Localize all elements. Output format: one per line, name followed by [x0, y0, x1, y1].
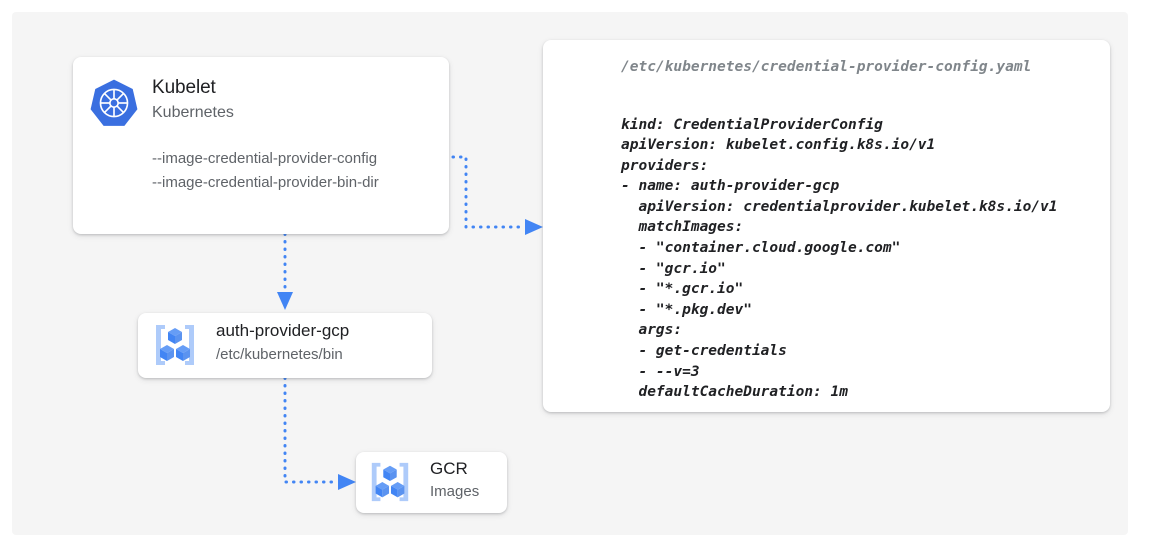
gcr-subtitle: Images — [430, 483, 480, 500]
kubelet-flags-list: --image-credential-provider-config --ima… — [152, 147, 379, 195]
cube-bottom-left — [160, 345, 174, 361]
auth-provider-subtitle: /etc/kubernetes/bin — [216, 346, 343, 363]
yaml-content: kind: CredentialProviderConfig apiVersio… — [621, 116, 1058, 401]
cube-bottom-right — [176, 345, 190, 361]
auth-provider-title: auth-provider-gcp — [216, 321, 350, 340]
kubelet-title: Kubelet — [152, 77, 216, 98]
auth-provider-node-card[interactable]: auth-provider-gcp /etc/kubernetes/bin — [138, 313, 432, 378]
gcr-title: GCR — [430, 459, 468, 478]
cube-bottom-right — [390, 482, 405, 498]
cube-bottom-left — [375, 482, 390, 498]
kubelet-node-card[interactable]: Kubelet Kubernetes --image-credential-pr… — [73, 57, 449, 234]
kubelet-subtitle: Kubernetes — [152, 104, 234, 121]
kubernetes-icon — [90, 79, 138, 126]
kubelet-flag-config: --image-credential-provider-config — [152, 150, 378, 167]
credential-provider-config-card[interactable]: /etc/kubernetes/credential-provider-conf… — [543, 40, 1110, 412]
cube-top — [383, 465, 397, 482]
gcr-node-card[interactable]: GCR Images — [356, 452, 507, 513]
gcp-container-registry-icon — [156, 325, 194, 365]
yaml-file-path: /etc/kubernetes/credential-provider-conf… — [621, 59, 1032, 75]
kubelet-flag-bin-dir: --image-credential-provider-bin-dir — [152, 174, 379, 191]
cube-top — [168, 328, 182, 344]
gcp-container-registry-icon — [371, 462, 409, 502]
